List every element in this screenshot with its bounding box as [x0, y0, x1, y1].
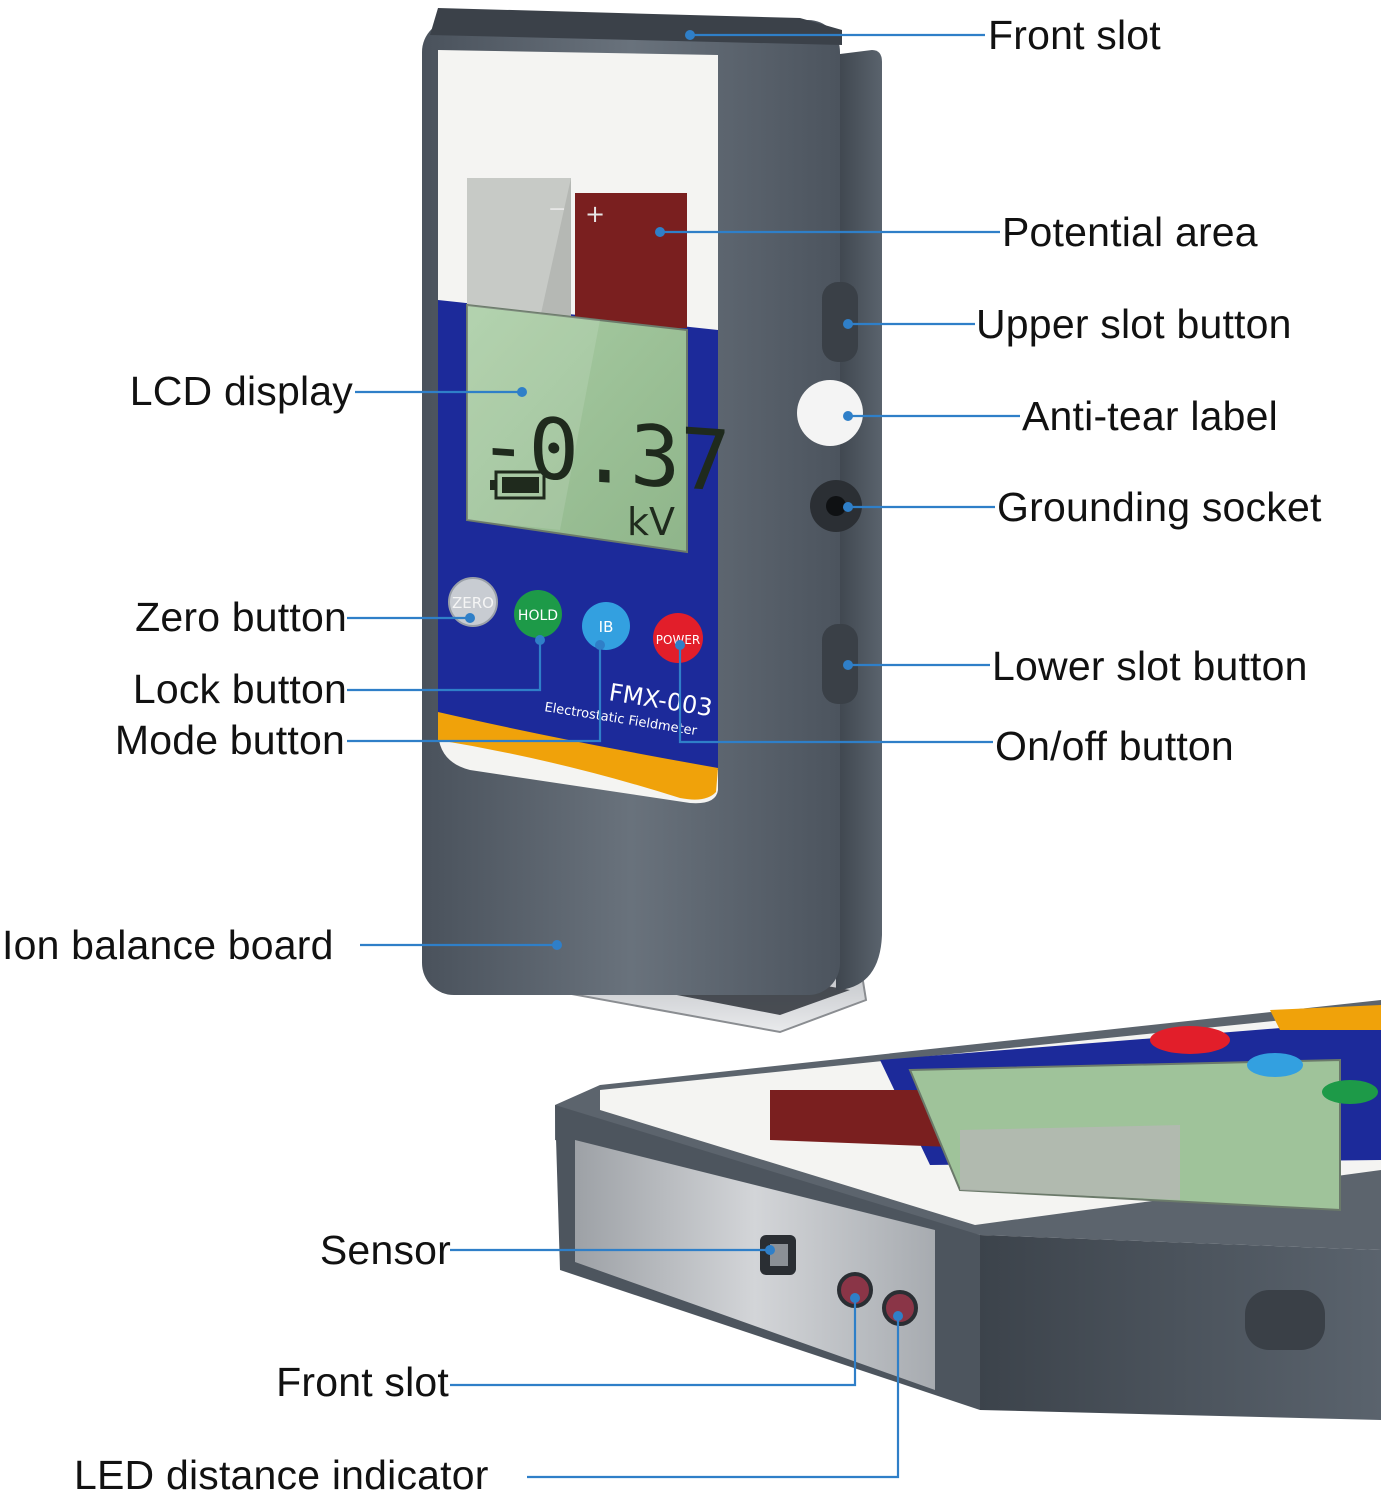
potential-area-label: Potential area	[1002, 209, 1258, 255]
leader-mode	[347, 645, 602, 743]
lcd-reading: -0.37	[478, 396, 731, 512]
leader-lock	[347, 640, 542, 692]
front-slot-top-label: Front slot	[988, 12, 1161, 58]
upper-slot-button-label: Upper slot button	[976, 301, 1292, 347]
mode-button-label: Mode button	[114, 717, 345, 763]
negative-sign: −	[548, 197, 566, 222]
hold-key[interactable]: HOLD	[514, 590, 562, 638]
lower-slot-button-label: Lower slot button	[992, 643, 1308, 689]
anti-tear-label-label: Anti-tear label	[1022, 393, 1278, 439]
flat-case-right	[980, 1235, 1381, 1420]
anti-tear-sticker	[797, 380, 863, 446]
upright-meter: − + -0.37 kV ZERO HOLD IB POWER FMX-003	[422, 8, 882, 1034]
sensor-label: Sensor	[319, 1227, 451, 1273]
zero-key[interactable]: ZERO	[448, 577, 498, 627]
zero-button-label: Zero button	[135, 594, 347, 640]
front-slot-bottom-label: Front slot	[276, 1359, 449, 1405]
led-distance-indicator-label: LED distance indicator	[74, 1452, 489, 1498]
positive-sign: +	[585, 200, 605, 228]
leader-led	[527, 1316, 900, 1479]
leader-on-off	[678, 645, 993, 744]
lcd-display-label: LCD display	[129, 368, 353, 414]
battery-icon	[490, 470, 546, 500]
lcd-unit: kV	[627, 500, 675, 544]
leader-lines	[347, 33, 1020, 1479]
on-off-button-label: On/off button	[995, 723, 1234, 769]
ib-key[interactable]: IB	[582, 602, 630, 650]
svg-text:HOLD: HOLD	[518, 608, 558, 624]
sensor-panel	[575, 1140, 935, 1390]
side-slot-key[interactable]	[1245, 1290, 1325, 1350]
grounding-socket-label: Grounding socket	[997, 484, 1322, 530]
distance-led	[882, 1290, 918, 1326]
svg-text:POWER: POWER	[656, 633, 700, 647]
ion-balance-board-label: Ion balance board	[2, 922, 334, 968]
potential-positive	[575, 193, 687, 328]
flat-meter	[555, 1000, 1381, 1420]
svg-text:ZERO: ZERO	[452, 594, 494, 612]
upper-slot-key[interactable]	[822, 282, 858, 362]
leader-front-slot-bottom	[450, 1298, 857, 1387]
svg-text:IB: IB	[599, 618, 614, 636]
power-key[interactable]: POWER	[653, 613, 703, 663]
lower-slot-key[interactable]	[822, 624, 858, 704]
lock-button-label: Lock button	[132, 666, 347, 712]
leader-dots	[465, 30, 903, 1321]
yellow-stripe	[438, 712, 718, 800]
